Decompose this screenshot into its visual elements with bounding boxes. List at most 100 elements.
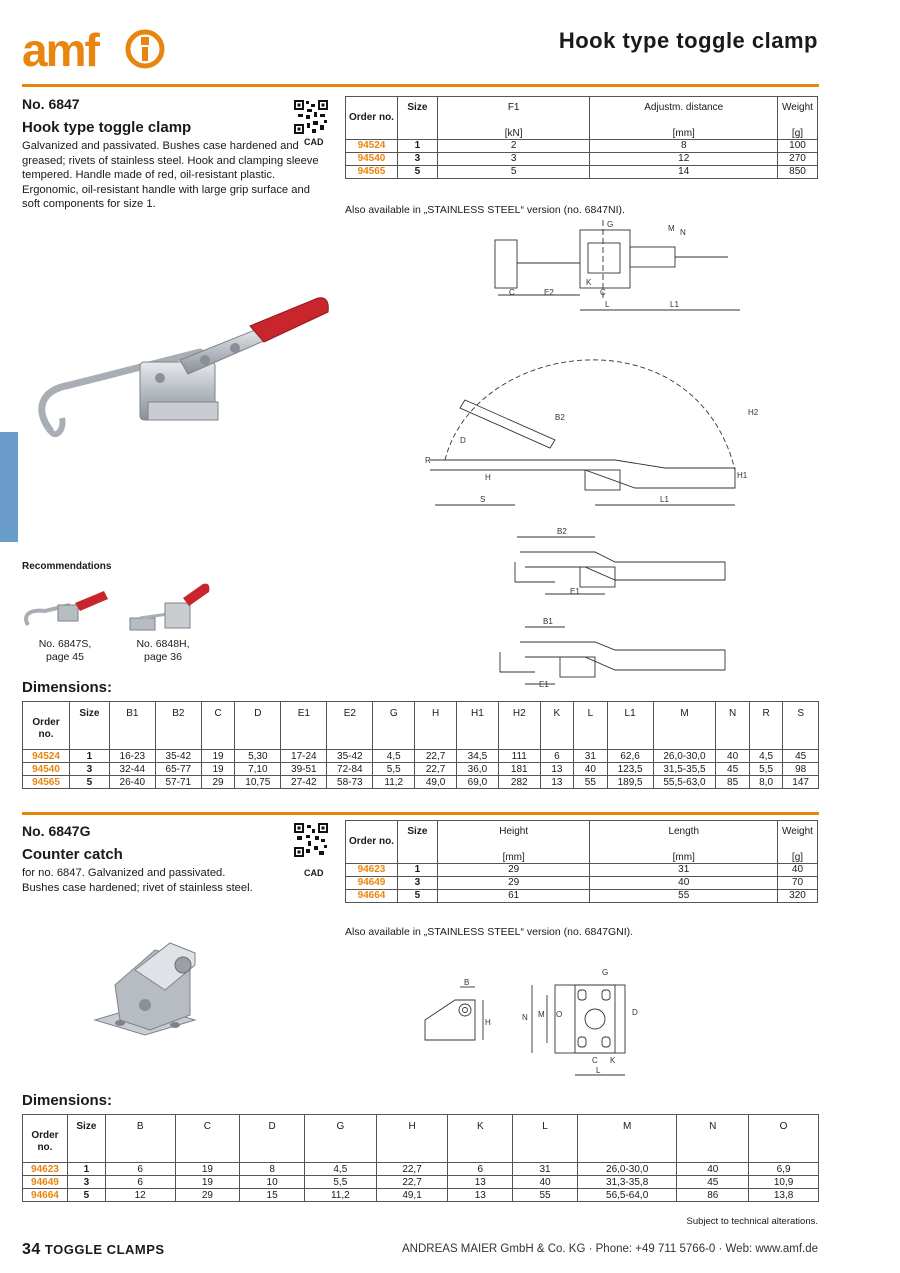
dim-cell: 65-77 bbox=[154, 762, 202, 776]
dim-label: L1 bbox=[670, 300, 679, 309]
unit-length: [mm] bbox=[589, 837, 778, 864]
dim-cell: 40 bbox=[512, 1175, 578, 1189]
unit-height: [mm] bbox=[436, 837, 591, 864]
dim-cell: 49,0 bbox=[414, 775, 457, 789]
dim-cell: 45 bbox=[715, 762, 750, 776]
page-number: 34 bbox=[22, 1241, 41, 1258]
order-link[interactable]: 94565 bbox=[345, 164, 398, 179]
dim-cell: 22,7 bbox=[414, 749, 457, 763]
dim-cell: 11,2 bbox=[372, 775, 416, 789]
order-link[interactable]: 94664 bbox=[345, 888, 398, 903]
dim-label: B2 bbox=[555, 413, 565, 422]
section2-number: No. 6847G bbox=[22, 823, 91, 839]
dim-label: H bbox=[485, 473, 491, 482]
dim-header: H1 bbox=[456, 701, 499, 750]
recommendation-photo-6848H[interactable] bbox=[125, 578, 215, 643]
order-link[interactable]: 94524 bbox=[345, 138, 398, 153]
amf-logo: amf bbox=[22, 22, 167, 77]
dim-label: L bbox=[596, 1066, 601, 1075]
order-link[interactable]: 94524 bbox=[21, 749, 71, 763]
dim-cell: 98 bbox=[782, 762, 819, 776]
dim-label: H1 bbox=[737, 471, 748, 480]
dim-label: B bbox=[464, 978, 469, 987]
dim-header: C bbox=[200, 701, 236, 750]
dim-header: Order no. bbox=[21, 701, 71, 750]
dim-cell: 5,30 bbox=[234, 749, 282, 763]
section1-also-available: Also available in „STAINLESS STEEL“ vers… bbox=[345, 204, 625, 216]
dim-cell: 36,0 bbox=[456, 762, 499, 776]
dim-label: B2 bbox=[557, 527, 567, 536]
dim-header: D bbox=[239, 1114, 305, 1163]
order-link[interactable]: 94664 bbox=[22, 1188, 68, 1202]
order-link[interactable]: 94565 bbox=[21, 775, 71, 789]
dim-cell: 19 bbox=[174, 1175, 241, 1189]
dim-cell: 62,6 bbox=[606, 749, 654, 763]
dim-header: M bbox=[576, 1114, 678, 1163]
order-link[interactable]: 94540 bbox=[21, 762, 71, 776]
dim-label: C bbox=[592, 1056, 598, 1065]
col-length: Length bbox=[589, 820, 778, 837]
recommendation-caption: No. 6848H, page 36 bbox=[136, 638, 190, 663]
dim-header: O bbox=[748, 1114, 819, 1163]
dim-cell: 26,0-30,0 bbox=[652, 749, 717, 763]
order-link[interactable]: 94649 bbox=[22, 1175, 68, 1189]
qr-code-icon[interactable] bbox=[293, 822, 329, 863]
dim-cell: 5 bbox=[69, 775, 110, 789]
dim-cell: 56,5-64,0 bbox=[576, 1188, 678, 1202]
dim-label: L1 bbox=[660, 495, 669, 504]
dim-header: H bbox=[375, 1114, 449, 1163]
section2-title: Counter catch bbox=[22, 846, 123, 863]
dim-cell: 40 bbox=[676, 1162, 750, 1176]
section1-number: No. 6847 bbox=[22, 96, 80, 112]
dim-header: L bbox=[512, 1114, 578, 1163]
dim-header: B bbox=[104, 1114, 176, 1163]
dim-cell: 40 bbox=[573, 762, 608, 776]
section1-order-table: Order no. Size F1 Adjustm. distance Weig… bbox=[345, 96, 819, 179]
dim-label: M bbox=[668, 224, 675, 233]
dim-label: M bbox=[538, 1010, 545, 1019]
order-link[interactable]: 94623 bbox=[345, 862, 398, 877]
dim-header: K bbox=[447, 1114, 514, 1163]
dim-cell: 19 bbox=[174, 1162, 241, 1176]
dim-label: C bbox=[509, 288, 515, 297]
col-height: Height bbox=[436, 820, 591, 837]
dim-label: H2 bbox=[748, 408, 759, 417]
dimensions-title: Dimensions: bbox=[22, 679, 113, 696]
dim-label: K bbox=[610, 1056, 616, 1065]
dim-cell: 10,9 bbox=[748, 1175, 819, 1189]
col-weight: Weight bbox=[776, 96, 819, 113]
technical-alterations-note: Subject to technical alterations. bbox=[686, 1216, 819, 1227]
section2-also-available: Also available in „STAINLESS STEEL“ vers… bbox=[345, 926, 634, 938]
order-link[interactable]: 94649 bbox=[345, 875, 398, 890]
dim-label: O bbox=[556, 1010, 562, 1019]
qr-code-icon[interactable] bbox=[293, 99, 329, 140]
order-link[interactable]: 94540 bbox=[345, 151, 398, 166]
unit-weight: [g] bbox=[776, 113, 819, 140]
dim-cell: 5 bbox=[66, 1188, 106, 1202]
dim-header: M bbox=[652, 701, 717, 750]
dim-cell: 32-44 bbox=[108, 762, 156, 776]
dim-header: Size bbox=[66, 1114, 106, 1163]
footer-company: ANDREAS MAIER GmbH & Co. KG · Phone: +49… bbox=[402, 1243, 818, 1255]
dim-cell: 123,5 bbox=[606, 762, 654, 776]
dim-cell: 39-51 bbox=[280, 762, 328, 776]
dim-header: N bbox=[676, 1114, 750, 1163]
dim-cell: 29 bbox=[200, 775, 236, 789]
dim-cell: 72-84 bbox=[326, 762, 374, 776]
dim-cell: 55 bbox=[512, 1188, 578, 1202]
dim-label: D bbox=[632, 1008, 638, 1017]
hook-clamp-photo bbox=[30, 290, 340, 455]
order-link[interactable]: 94623 bbox=[22, 1162, 68, 1176]
dim-header: D bbox=[234, 701, 282, 750]
dim-cell: 5,5 bbox=[303, 1175, 377, 1189]
recommendation-photo-6847S[interactable] bbox=[20, 585, 110, 640]
dim-label: E1 bbox=[539, 680, 549, 689]
dim-cell: 6 bbox=[539, 749, 575, 763]
section1-title: Hook type toggle clamp bbox=[22, 119, 192, 136]
dim-cell: 86 bbox=[676, 1188, 750, 1202]
col-order-no: Order no. bbox=[345, 96, 398, 139]
